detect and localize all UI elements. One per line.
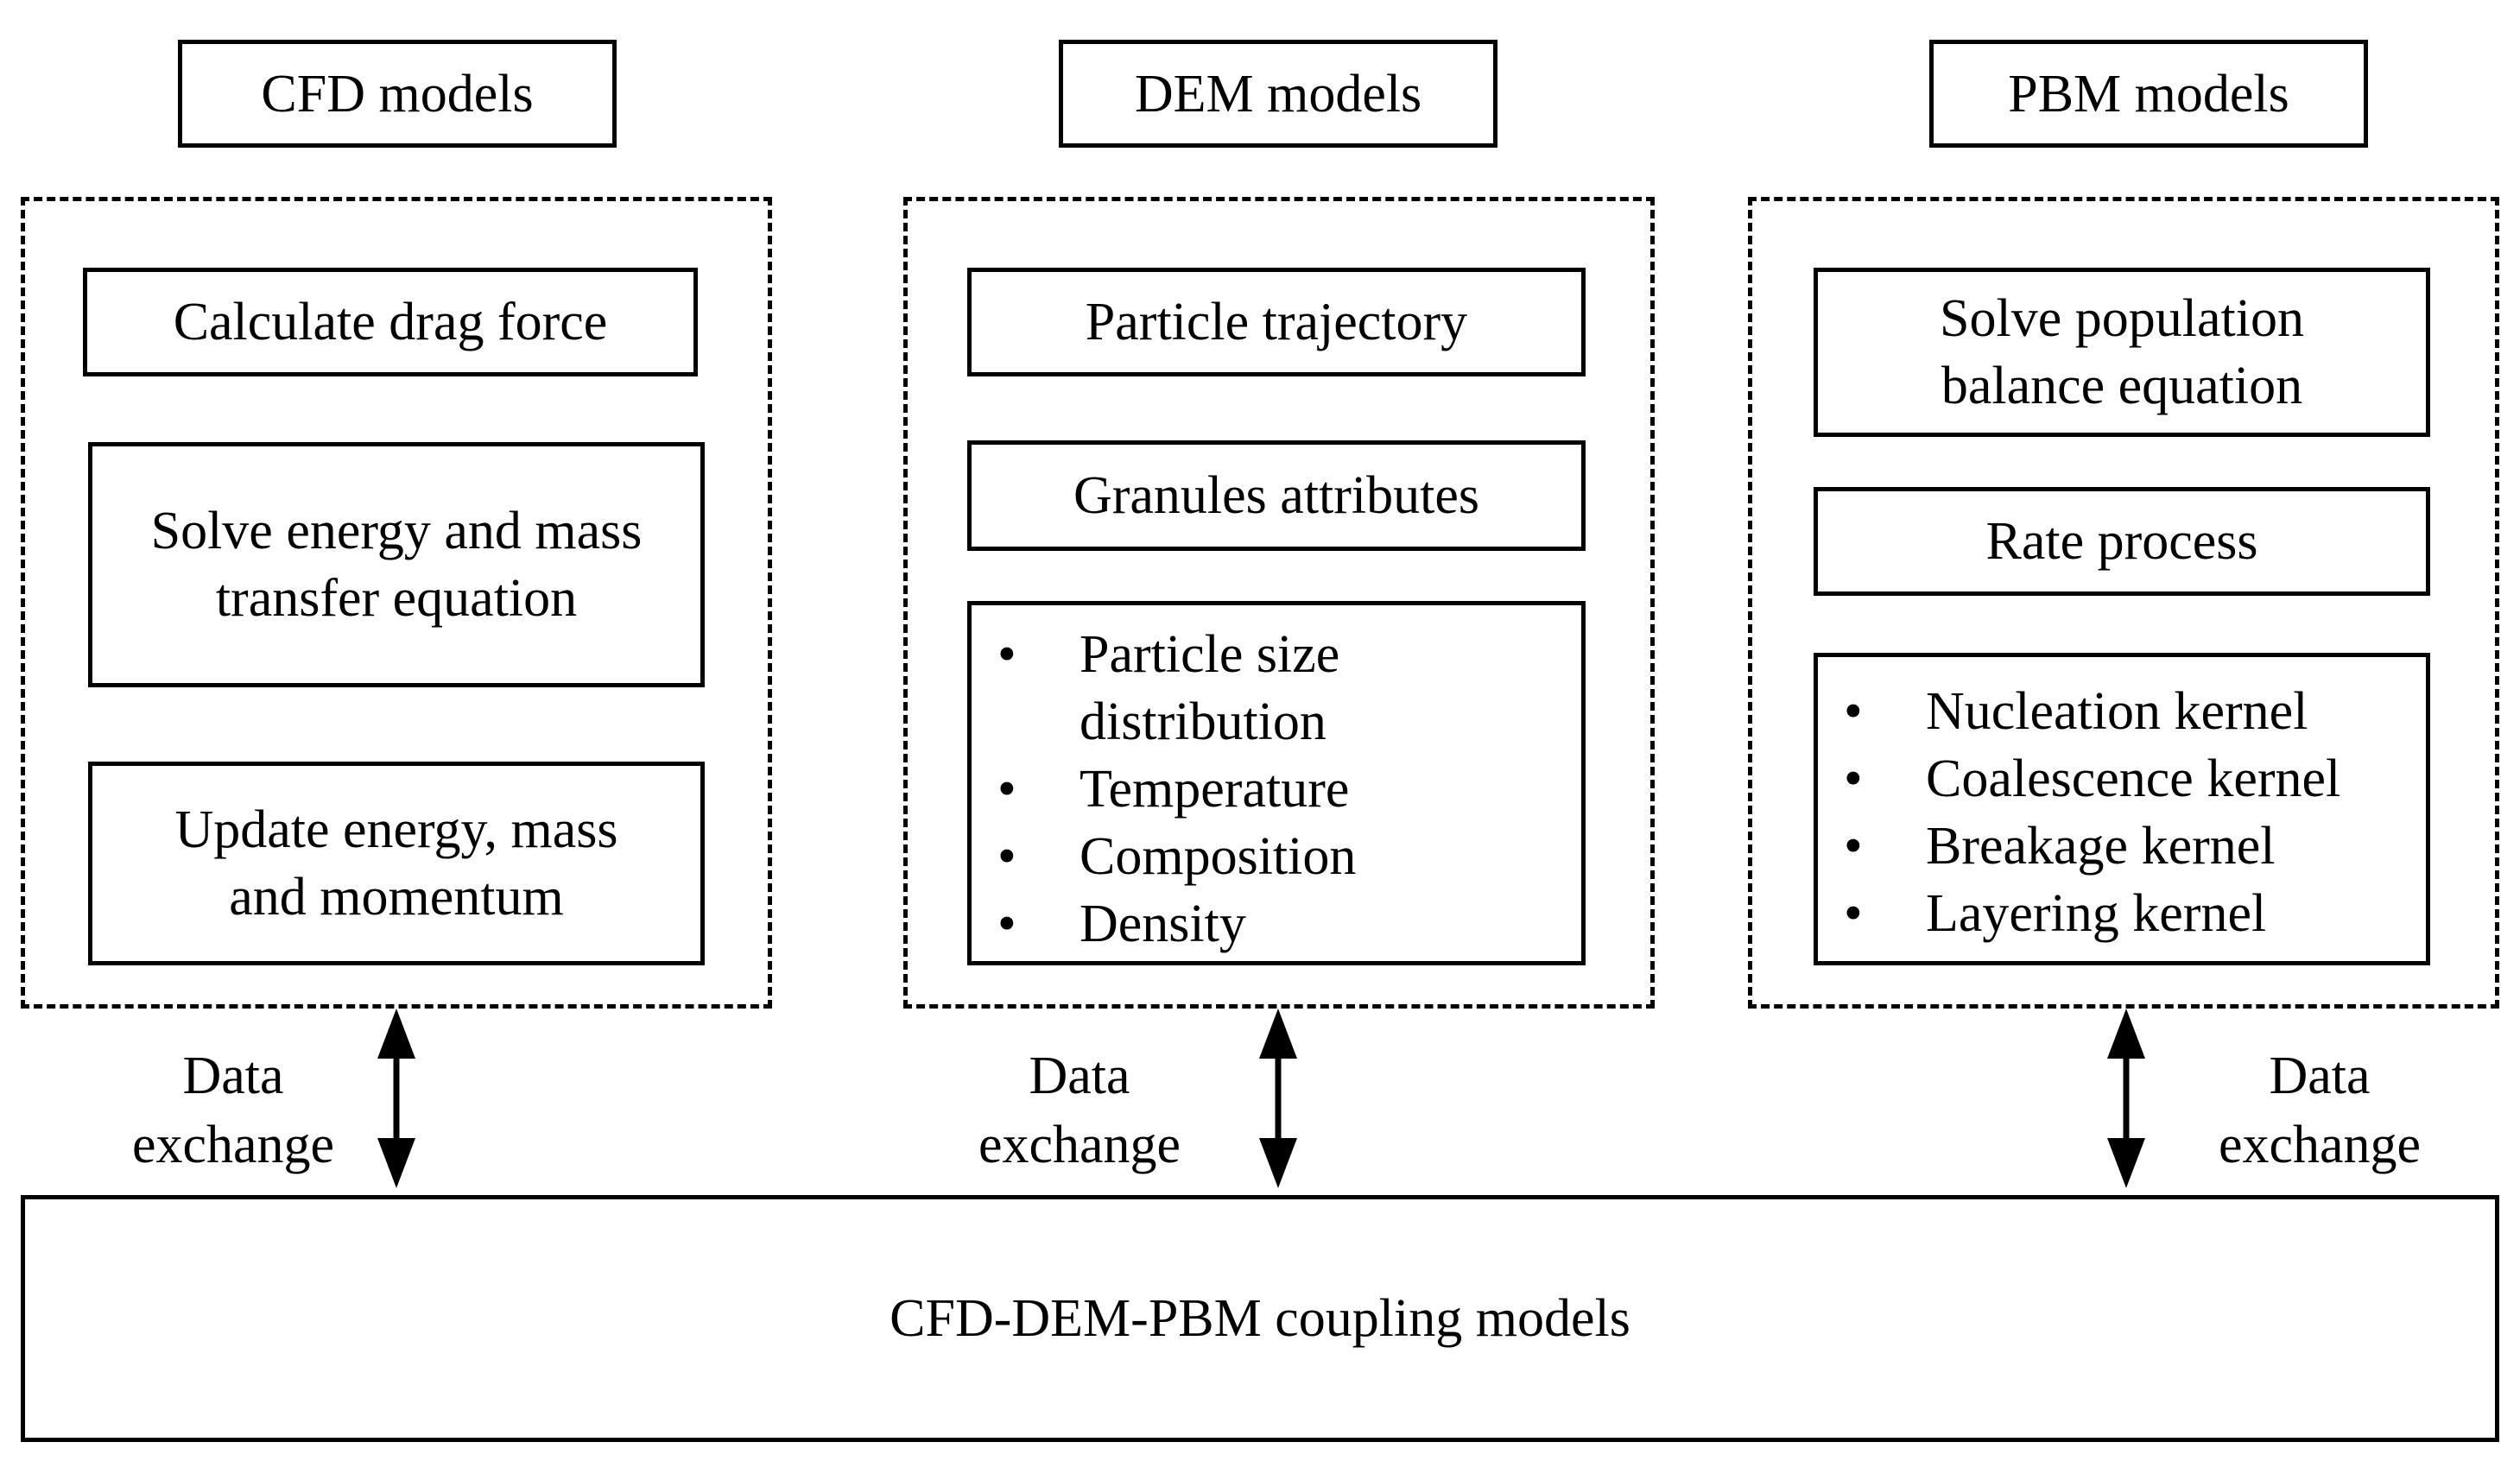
cfd-step-drag-force: Calculate drag force bbox=[83, 268, 698, 376]
dem-data-exchange-label: Data exchange bbox=[978, 1047, 1181, 1174]
dem-models-title: DEM models bbox=[1059, 40, 1497, 148]
dem-models-group bbox=[903, 197, 1655, 1009]
bullet-icon: • bbox=[1844, 884, 1863, 943]
dem-step-particle-trajectory: Particle trajectory bbox=[967, 268, 1586, 376]
bullet-icon: • bbox=[1844, 817, 1863, 876]
cfd-data-exchange-label: Data exchange bbox=[131, 1047, 335, 1174]
list-item: • Layering kernel bbox=[1818, 880, 2426, 947]
dem-step-granules-attributes: Granules attributes bbox=[967, 440, 1586, 551]
pbm-step-population-balance: Solve population balance equation bbox=[1814, 268, 2430, 437]
bullet-icon: • bbox=[997, 760, 1016, 819]
dem-attributes-list: • Particle size distribution • Temperatu… bbox=[967, 601, 1586, 965]
pbm-exchange-arrow bbox=[2107, 1009, 2145, 1188]
pbm-step-rate-process: Rate process bbox=[1814, 487, 2430, 596]
pbm-data-exchange-label: Data exchange bbox=[2218, 1047, 2422, 1174]
bullet-icon: • bbox=[1844, 682, 1863, 741]
bullet-icon: • bbox=[997, 827, 1016, 886]
list-item: • Coalescence kernel bbox=[1818, 745, 2426, 813]
list-item: • Composition bbox=[972, 823, 1581, 890]
dem-exchange-arrow bbox=[1259, 1009, 1297, 1188]
list-item: • Breakage kernel bbox=[1818, 813, 2426, 880]
bullet-icon: • bbox=[1844, 749, 1863, 808]
cfd-models-group bbox=[21, 197, 772, 1009]
list-item: • Particle size distribution bbox=[972, 621, 1581, 756]
cfd-models-title: CFD models bbox=[178, 40, 617, 148]
coupling-models-box: CFD-DEM-PBM coupling models bbox=[21, 1195, 2499, 1442]
pbm-models-title: PBM models bbox=[1929, 40, 2368, 148]
bullet-icon: • bbox=[997, 625, 1016, 684]
bullet-icon: • bbox=[997, 895, 1016, 953]
cfd-step-energy-mass-transfer: Solve energy and mass transfer equation bbox=[88, 442, 705, 687]
list-item: • Density bbox=[972, 890, 1581, 958]
cfd-step-update: Update energy, mass and momentum bbox=[88, 762, 705, 965]
pbm-kernels-list: • Nucleation kernel • Coalescence kernel… bbox=[1814, 653, 2430, 965]
cfd-exchange-arrow bbox=[377, 1009, 415, 1188]
list-item: • Nucleation kernel bbox=[1818, 678, 2426, 745]
list-item: • Temperature bbox=[972, 756, 1581, 823]
pbm-models-group bbox=[1748, 197, 2499, 1009]
